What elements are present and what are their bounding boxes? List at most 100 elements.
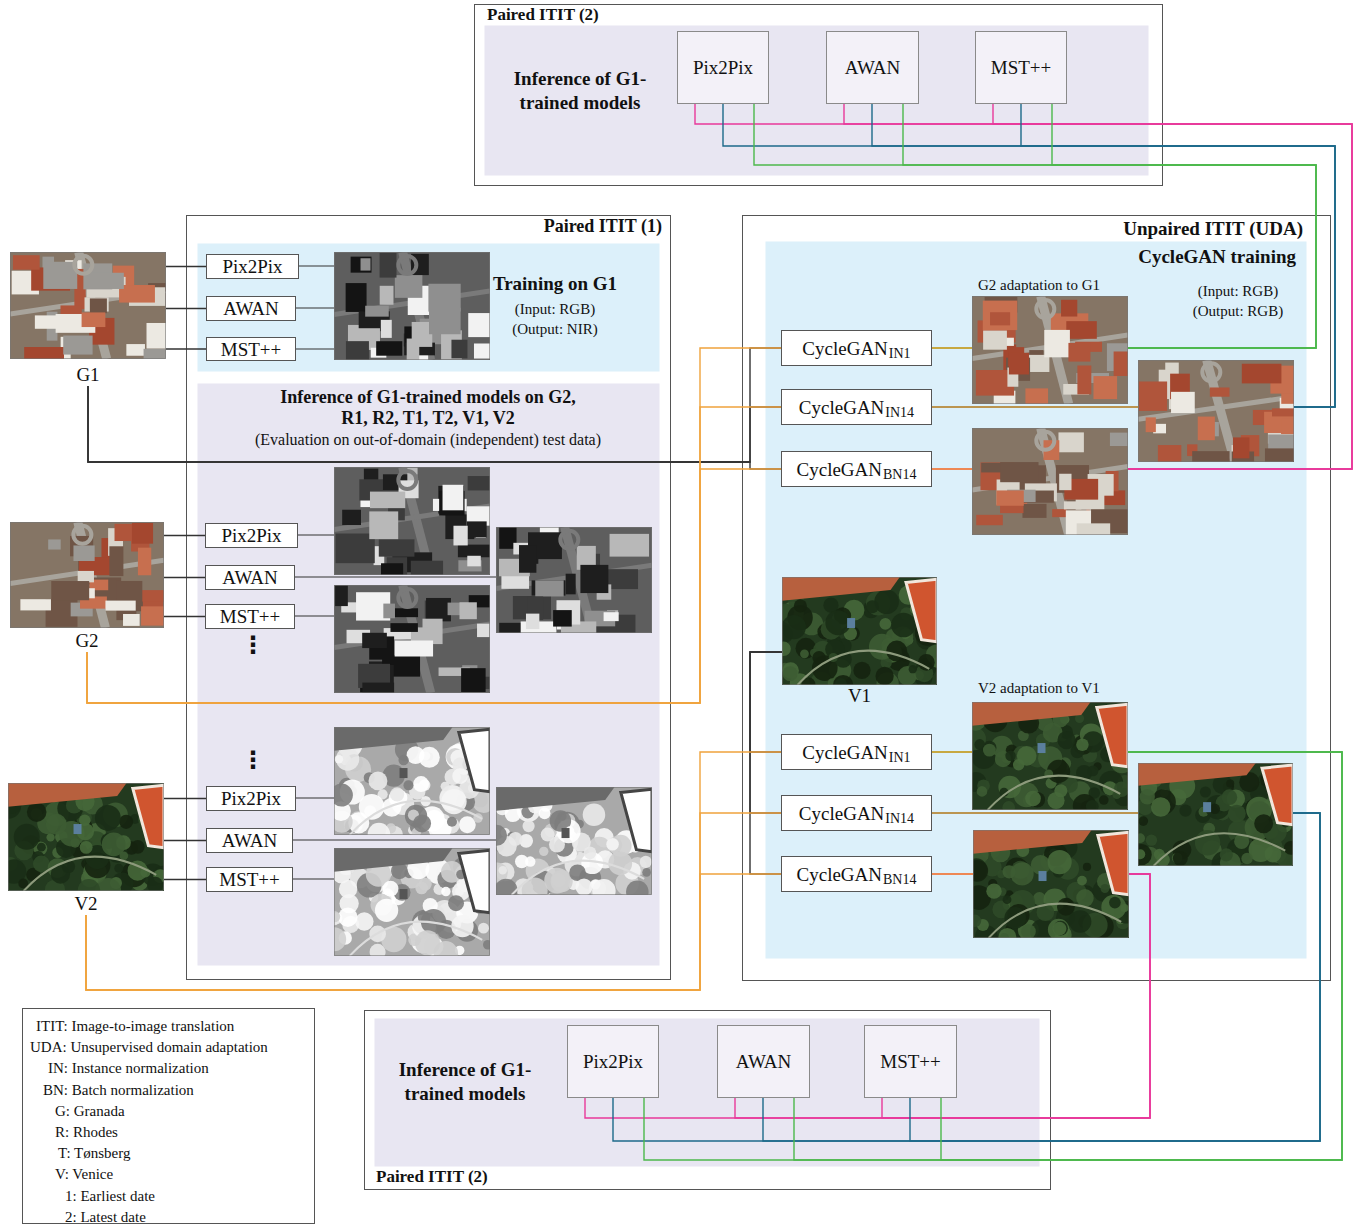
building xyxy=(138,548,151,576)
tree-canopy xyxy=(1210,804,1220,814)
image-frame xyxy=(974,831,1129,938)
legend-row: 2: Latest date xyxy=(65,1208,146,1227)
satellite-image xyxy=(496,787,652,895)
building xyxy=(983,301,1017,330)
connector xyxy=(164,879,206,880)
tree-canopy xyxy=(1048,919,1070,938)
building xyxy=(976,515,1003,525)
tree-canopy xyxy=(874,589,899,614)
model-box: MST++ xyxy=(975,31,1067,104)
model-box: AWAN xyxy=(206,828,293,853)
satellite-image xyxy=(972,296,1128,404)
output-line xyxy=(298,534,334,535)
building xyxy=(132,523,153,544)
satellite-image xyxy=(334,252,490,360)
tree-canopy xyxy=(825,610,850,635)
tree-canopy xyxy=(986,883,1001,898)
roof xyxy=(1098,832,1129,895)
tree-canopy xyxy=(879,618,891,630)
building xyxy=(346,283,367,312)
roof-strip xyxy=(972,702,1091,726)
building xyxy=(342,510,361,525)
building xyxy=(604,612,619,621)
box-label: CycleGAN xyxy=(802,741,887,764)
caption-holder: G2 xyxy=(10,630,164,652)
tree-canopy xyxy=(539,847,548,856)
building xyxy=(1022,504,1046,518)
section-heading: Training on G1 xyxy=(475,272,635,296)
roof-strip xyxy=(334,848,453,872)
tree-canopy xyxy=(478,923,489,934)
panel-frame xyxy=(475,5,1163,186)
building xyxy=(119,285,155,303)
building xyxy=(48,539,61,549)
roundabout xyxy=(398,256,416,274)
image-ground xyxy=(8,783,164,891)
building xyxy=(51,581,89,600)
tree-canopy xyxy=(390,787,404,801)
tree-canopy xyxy=(1120,904,1128,912)
legend-text: 2: Latest date xyxy=(65,1209,146,1225)
building xyxy=(1192,451,1229,462)
building xyxy=(362,633,387,648)
building xyxy=(365,306,389,317)
building xyxy=(1146,417,1156,432)
tree-canopy xyxy=(27,802,47,822)
legend-frame xyxy=(23,1009,315,1224)
roundabout xyxy=(1036,432,1054,450)
tree-canopy xyxy=(782,615,806,639)
image-ground xyxy=(973,830,1129,938)
building xyxy=(1210,387,1230,396)
legend-box: ITIT: Image-to-image translationUDA: Uns… xyxy=(22,1008,314,1223)
model-box: CycleGANBN14 xyxy=(781,451,932,487)
heading-holder: Paired ITIT (2) xyxy=(487,5,599,25)
tree-canopy xyxy=(508,832,522,846)
band-fill xyxy=(485,26,1149,176)
output-line xyxy=(293,839,496,840)
output-line xyxy=(296,307,334,308)
building xyxy=(24,347,64,359)
box-label: MST++ xyxy=(991,56,1052,79)
building xyxy=(468,313,490,337)
image-tile: G2 xyxy=(10,522,164,652)
tree-canopy xyxy=(114,864,123,873)
legend-text: ITIT: Image-to-image translation xyxy=(36,1018,234,1034)
building xyxy=(1110,433,1128,446)
model-box: Pix2Pix xyxy=(206,786,296,811)
tree-canopy xyxy=(1002,865,1015,878)
image-ground xyxy=(334,727,490,835)
tree-canopy xyxy=(1222,789,1238,805)
satellite-image xyxy=(972,702,1128,810)
subscript-label: BN14 xyxy=(883,872,916,888)
box-label: Pix2Pix xyxy=(221,787,281,810)
building xyxy=(123,614,140,626)
tree-canopy xyxy=(835,678,847,685)
roundabout xyxy=(73,526,91,544)
satellite-image xyxy=(973,830,1129,938)
connector xyxy=(88,386,781,462)
tree-canopy xyxy=(909,665,917,673)
building xyxy=(990,312,1010,325)
tree-canopy xyxy=(1083,863,1091,871)
building xyxy=(1139,381,1167,410)
stage-band: Inference of G1-trained modelsPix2PixAWA… xyxy=(484,25,1148,175)
tree-canopy xyxy=(973,860,988,882)
building xyxy=(109,546,123,576)
output-line xyxy=(295,615,334,616)
tree-canopy xyxy=(1005,751,1015,761)
tree-canopy xyxy=(1069,910,1091,932)
building xyxy=(1000,462,1038,482)
building xyxy=(73,545,94,561)
tree-canopy xyxy=(977,786,988,797)
box-label: CycleGAN xyxy=(797,863,882,886)
legend-text: G: Granada xyxy=(55,1103,125,1119)
output-line xyxy=(296,797,334,798)
tree-canopy xyxy=(334,911,340,922)
building xyxy=(147,323,166,349)
satellite-image xyxy=(1138,763,1293,866)
legend-row: R: Rhodes xyxy=(55,1123,118,1142)
building xyxy=(468,476,490,490)
tree-canopy xyxy=(1025,791,1041,807)
building xyxy=(1039,871,1047,881)
tree-canopy xyxy=(1200,786,1211,797)
